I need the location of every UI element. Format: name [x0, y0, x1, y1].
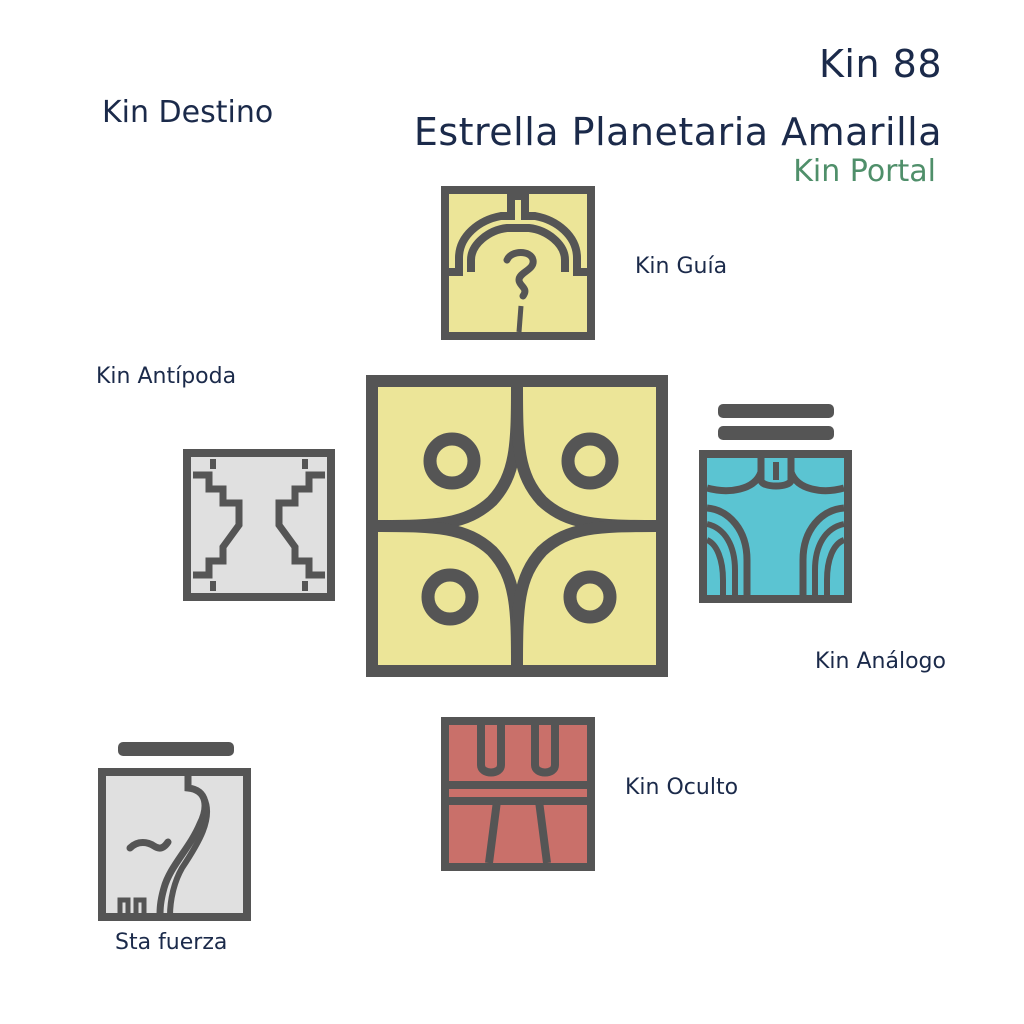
- kin-name: Estrella Planetaria Amarilla: [413, 110, 942, 154]
- earth-glyph-icon: [441, 186, 595, 340]
- mirror-glyph-icon: [183, 449, 335, 601]
- kin-oculto-label: Kin Oculto: [625, 775, 739, 800]
- kin-antipoda-label: Kin Antípoda: [96, 364, 237, 389]
- serpent-glyph-icon: [441, 717, 595, 871]
- kin-portal-label: Kin Portal: [793, 154, 936, 189]
- sta-fuerza-label: Sta fuerza: [115, 930, 228, 955]
- wind-glyph-icon: [98, 768, 251, 921]
- kin-destino-label: Kin Destino: [102, 95, 274, 130]
- star-glyph-icon: [366, 375, 668, 677]
- night-glyph-icon: [699, 450, 852, 603]
- kin-analogo-label: Kin Análogo: [815, 649, 946, 674]
- kin-number: Kin 88: [819, 42, 942, 86]
- tone-bar-icon: [117, 741, 235, 757]
- tone-bars-icon: [716, 402, 836, 444]
- kin-guia-label: Kin Guía: [635, 254, 728, 279]
